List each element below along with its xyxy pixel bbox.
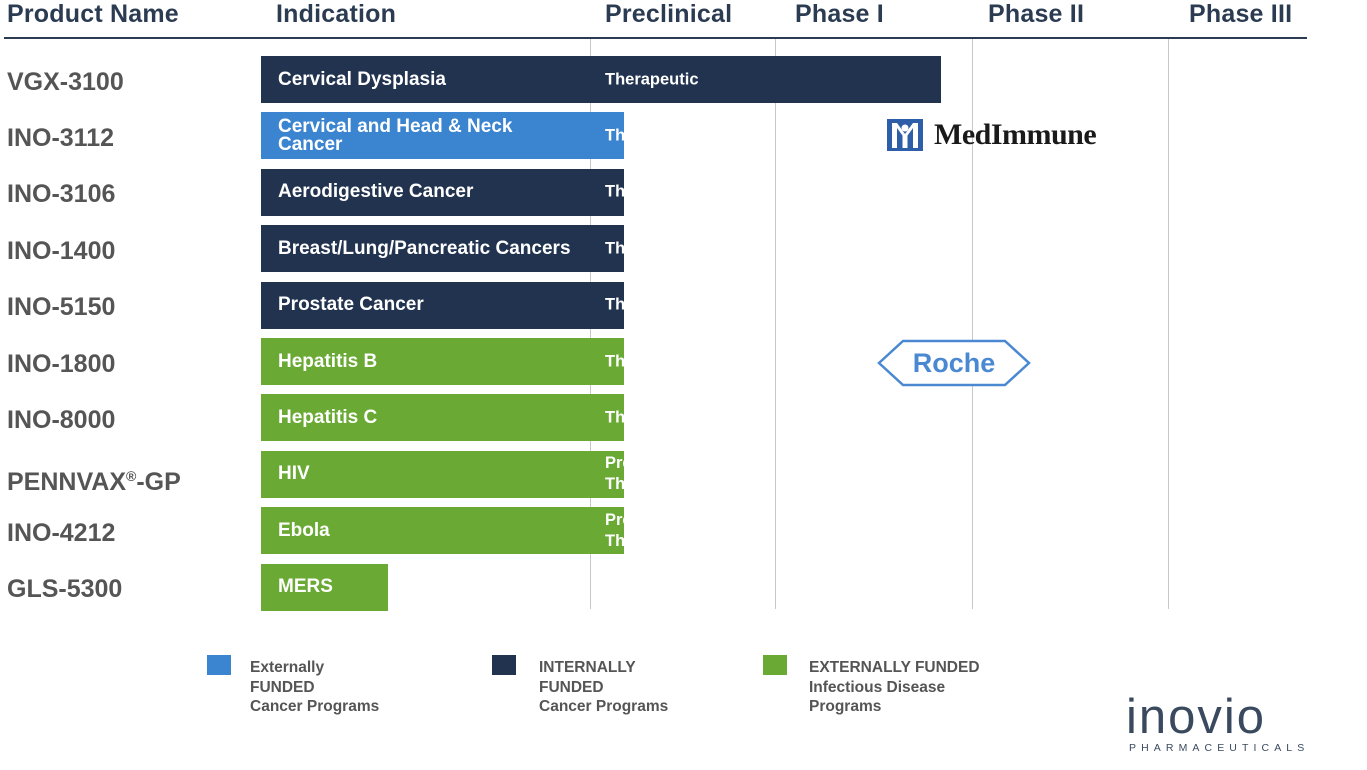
- product-name-text: PENNVAX: [7, 468, 127, 497]
- pipeline-bar: Aerodigestive Cancer Therapeutic: [261, 168, 699, 216]
- grid-line-phase-2: [972, 39, 973, 609]
- inovio-logo: inovio PHARMACEUTICALS: [1126, 690, 1341, 762]
- program-type-label: Therapeutic: [605, 239, 699, 258]
- registered-mark: ®: [126, 468, 137, 485]
- program-type-label: Therapeutic: [605, 295, 699, 314]
- indication-label: Cervical and Head & Neck Cancer: [278, 115, 513, 155]
- pipeline-bar: Prostate Cancer Therapeutic: [261, 281, 699, 329]
- product-name: GLS-5300: [7, 574, 122, 604]
- header-phase-2: Phase II: [988, 0, 1085, 28]
- medimmune-logo: MedImmune: [886, 118, 1097, 152]
- medimmune-icon: [887, 119, 923, 151]
- grid-line-phase-3: [1168, 39, 1169, 609]
- pipeline-bar: MERS Preventive/ Therapeutic: [261, 563, 699, 611]
- product-name-text: VGX-3100: [7, 67, 124, 96]
- inovio-subtitle: PHARMACEUTICALS: [1129, 742, 1310, 754]
- header-indication: Indication: [276, 0, 397, 28]
- product-name-text: INO-5150: [7, 293, 116, 322]
- legend-external-cancer: Externally FUNDED Cancer Programs: [250, 659, 380, 715]
- indication-label: Hepatitis C: [278, 406, 378, 428]
- product-name: VGX-3100: [7, 67, 124, 97]
- product-name-text: INO-8000: [7, 405, 116, 434]
- indication-label: Ebola: [278, 519, 330, 541]
- product-name-text: INO-1400: [7, 236, 116, 265]
- indication-label: HIV: [278, 463, 310, 485]
- product-name: INO-8000: [7, 405, 115, 435]
- program-type-label: Therapeutic: [605, 70, 699, 88]
- product-name-suffix: -GP: [136, 468, 181, 497]
- header-phase-3: Phase III: [1189, 0, 1293, 28]
- product-name-text: INO-3112: [7, 123, 115, 152]
- indication-label: Aerodigestive Cancer: [278, 181, 474, 203]
- header-rule: [4, 37, 1307, 39]
- program-type-label: Preventive/ Therapeutic: [605, 454, 699, 494]
- pipeline-bar: HIV Preventive/ Therapeutic: [261, 450, 699, 498]
- grid-line-phase-1: [775, 39, 776, 609]
- program-type-label: Preventive/ Therapeutic: [605, 510, 699, 550]
- product-name: INO-5150: [7, 292, 115, 322]
- program-type-label: Therapeutic: [605, 126, 699, 145]
- header-phase-1: Phase I: [795, 0, 884, 28]
- product-name-text: INO-4212: [7, 518, 116, 547]
- indication-label: Breast/Lung/Pancreatic Cancers: [278, 237, 571, 259]
- legend-internal-cancer: INTERNALLY FUNDED Cancer Programs: [539, 659, 669, 715]
- inovio-wordmark: inovio: [1126, 690, 1267, 744]
- indication-label: Prostate Cancer: [278, 294, 424, 316]
- pipeline-bar: Hepatitis B Therapeutic: [261, 338, 699, 385]
- program-type-label: Therapeutic: [605, 352, 699, 370]
- pipeline-bar: Cervical Dysplasia Therapeutic: [261, 56, 941, 103]
- legend-external-infectious: EXTERNALLY FUNDED Infectious Disease Pro…: [809, 659, 980, 715]
- product-name: INO-1800: [7, 349, 115, 379]
- indication-label: MERS: [278, 576, 333, 598]
- product-name-text: INO-3106: [7, 180, 116, 209]
- legend-swatch-internal-cancer: [492, 655, 516, 675]
- legend-swatch-external-cancer: [207, 655, 231, 675]
- product-name-text: GLS-5300: [7, 575, 123, 604]
- product-name-text: INO-1800: [7, 349, 116, 378]
- pipeline-bar: Cervical and Head & Neck Cancer Therapeut…: [261, 112, 699, 160]
- indication-label: Hepatitis B: [278, 350, 378, 372]
- pipeline-bar: Breast/Lung/Pancreatic Cancers Therapeuti…: [261, 225, 699, 273]
- roche-name: Roche: [912, 348, 996, 378]
- header-preclinical: Preclinical: [605, 0, 733, 28]
- product-name: PENNVAX®-GP: [7, 461, 181, 497]
- product-name: INO-3106: [7, 179, 115, 209]
- program-type-label: Preventive/ Therapeutic: [605, 567, 699, 607]
- header-product-name: Product Name: [7, 0, 179, 28]
- roche-logo: Roche: [877, 339, 1031, 387]
- indication-label: Cervical Dysplasia: [278, 68, 446, 90]
- program-type-label: Therapeutic: [605, 182, 699, 201]
- legend-swatch-external-infectious: [763, 655, 787, 675]
- pipeline-bar: Hepatitis C Therapeutic: [261, 394, 699, 442]
- pipeline-bar: Ebola Preventive/ Therapeutic: [261, 507, 699, 555]
- product-name: INO-3112: [7, 123, 114, 153]
- roche-hexagon-icon: [877, 339, 1031, 387]
- program-type-label: Therapeutic: [605, 408, 699, 427]
- medimmune-name: MedImmune: [934, 118, 1097, 151]
- product-name: INO-1400: [7, 236, 115, 266]
- product-name: INO-4212: [7, 518, 115, 548]
